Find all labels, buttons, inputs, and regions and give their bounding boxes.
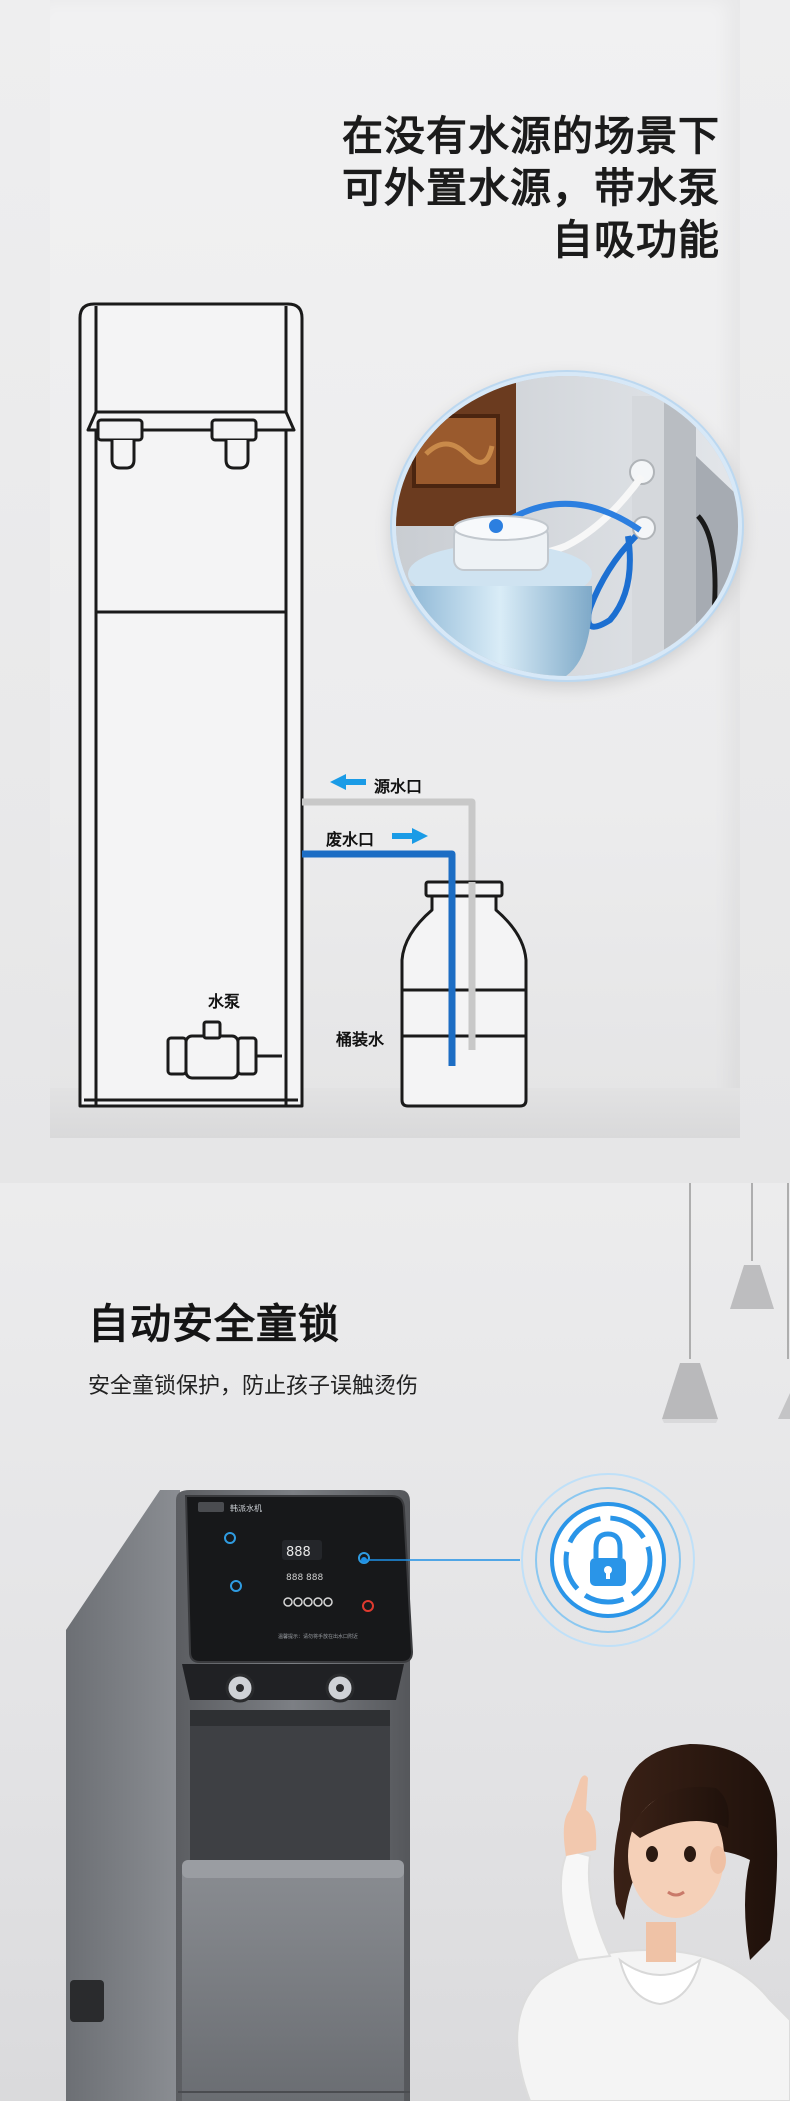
headline-line-2: 可外置水源，带水泵 bbox=[342, 164, 720, 212]
section-title: 自动安全童锁 bbox=[88, 1300, 340, 1348]
plumbing-diagram bbox=[78, 302, 528, 1108]
dispenser-render: 韩派水机 888 888 888 温馨提示：请勿将手放在出水口附近 bbox=[66, 1490, 414, 2101]
flow-arrows bbox=[330, 774, 428, 844]
panel-power-button[interactable] bbox=[362, 1600, 374, 1612]
panel-button[interactable] bbox=[224, 1532, 236, 1544]
panel-brand: 韩派水机 bbox=[230, 1503, 262, 1513]
arrow-left-icon bbox=[330, 774, 366, 790]
headline: 在没有水源的场景下 可外置水源，带水泵 自吸功能 bbox=[342, 110, 720, 266]
source-inlet-label: 源水口 bbox=[374, 777, 423, 796]
headline-line-1: 在没有水源的场景下 bbox=[342, 112, 720, 160]
headline-line-3: 自吸功能 bbox=[552, 216, 720, 264]
section-subtitle: 安全童锁保护，防止孩子误触烫伤 bbox=[88, 1374, 419, 1399]
child-lock-callout bbox=[361, 1473, 695, 1647]
arrow-right-icon bbox=[392, 828, 428, 844]
pendant-lamps bbox=[662, 1183, 790, 1423]
bottle-label: 桶装水 bbox=[336, 1030, 385, 1049]
panel-button[interactable] bbox=[230, 1580, 242, 1592]
installation-photo bbox=[392, 372, 742, 680]
pump-drawing bbox=[166, 1020, 282, 1080]
pump-label: 水泵 bbox=[208, 992, 241, 1011]
girl-illustration bbox=[516, 1744, 790, 2101]
child-lock-icon bbox=[563, 1515, 653, 1605]
external-water-section: 在没有水源的场景下 可外置水源，带水泵 自吸功能 bbox=[0, 0, 790, 1183]
dispenser-outline bbox=[78, 302, 304, 1108]
svg-text:888: 888 bbox=[286, 1545, 311, 1560]
svg-text:888 888: 888 888 bbox=[286, 1573, 323, 1583]
water-bottle-drawing bbox=[400, 880, 528, 1108]
waste-outlet-label: 废水口 bbox=[326, 830, 375, 849]
panel-caption: 温馨提示：请勿将手放在出水口附近 bbox=[278, 1633, 358, 1640]
